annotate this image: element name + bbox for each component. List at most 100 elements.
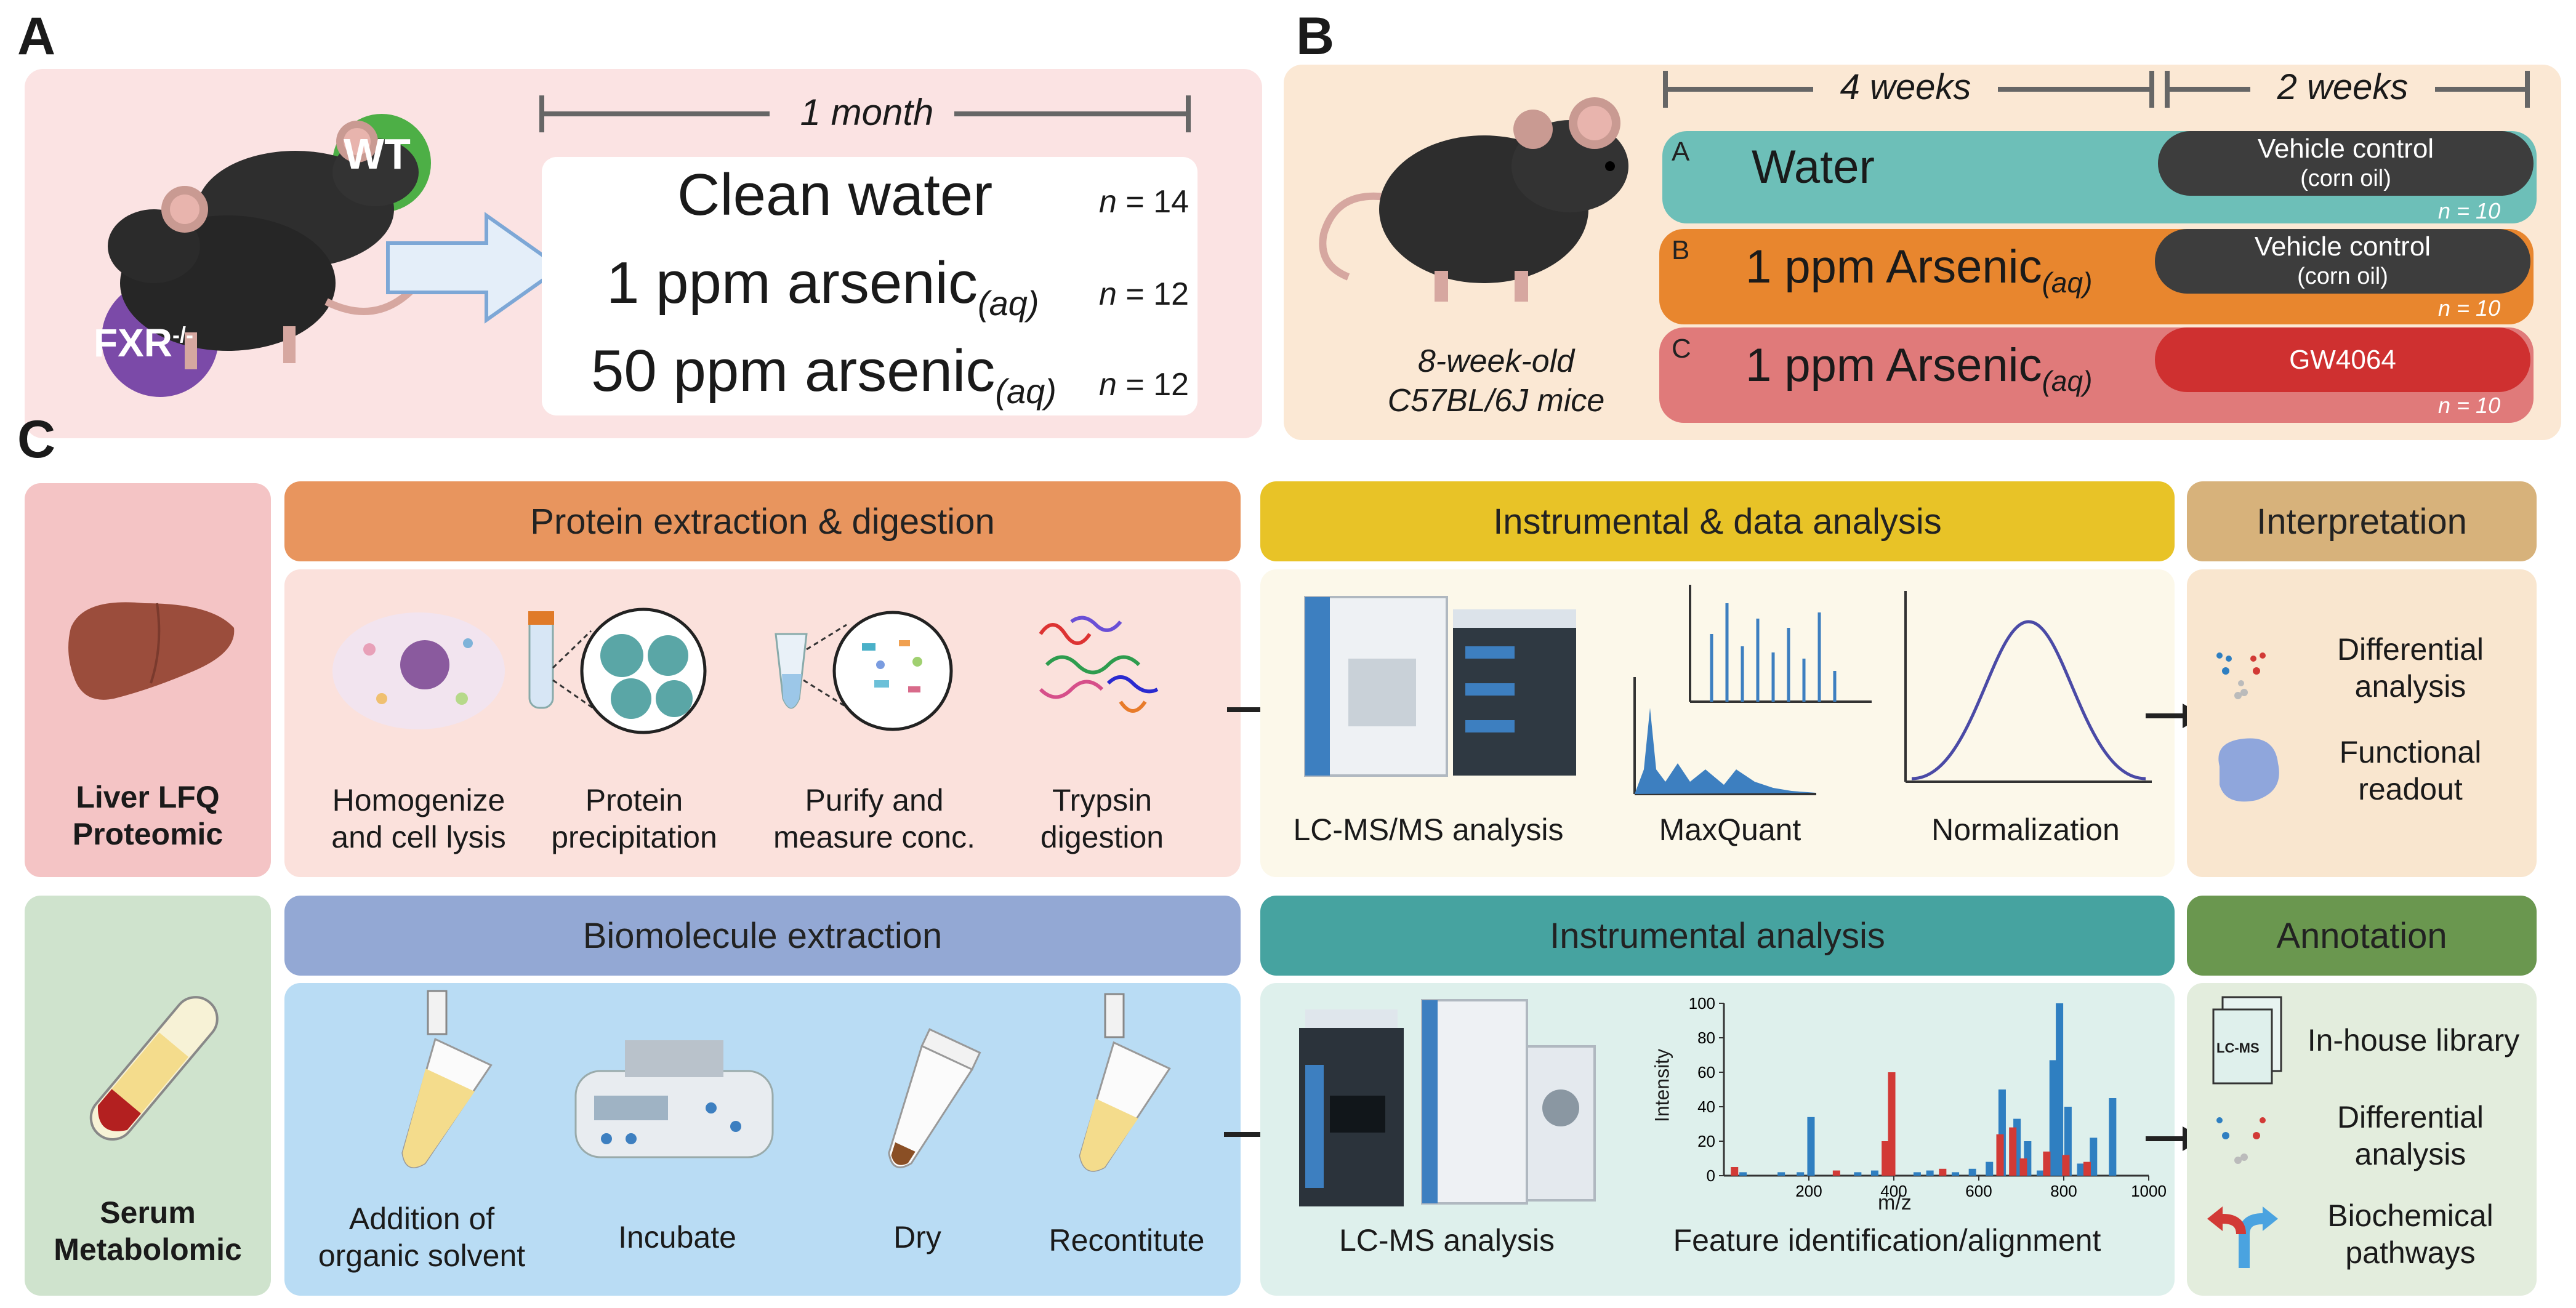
- row-b-label: 1 ppm Arsenic(aq): [1745, 240, 2092, 299]
- inst-step-maxquant: MaxQuant: [1659, 812, 1801, 847]
- group-2-text: 1 ppm arsenic: [606, 250, 978, 316]
- chart-bar-series-1: [2077, 1163, 2085, 1176]
- annotation-header: Annotation: [2187, 896, 2537, 976]
- group-2-n-label: n: [1099, 276, 1117, 312]
- panel-a-letter: A: [17, 7, 56, 66]
- step-trypsin-line-1: Trypsin: [1052, 783, 1153, 817]
- metabolomic-sample-label: Serum Metabolomic: [25, 1194, 271, 1268]
- row-b-n: n = 10: [2438, 295, 2501, 321]
- metabolomic-sample-line-2: Metabolomic: [54, 1232, 242, 1267]
- chart-x-tick-label: 800: [2050, 1182, 2077, 1200]
- annot-biochemical-line-1: Biochemical: [2327, 1198, 2493, 1233]
- inst-step-normalization: Normalization: [1931, 812, 2120, 847]
- row-b-treat-2: (corn oil): [2297, 263, 2388, 289]
- step-homogenize-line-2: and cell lysis: [331, 820, 506, 854]
- chart-bar-series-1: [1968, 1168, 1976, 1176]
- normalization-curve-icon: [1904, 591, 2152, 783]
- chart-bar-series-1: [1854, 1172, 1862, 1176]
- group-3-text: 50 ppm arsenic: [591, 338, 996, 404]
- chart-bar-series-1: [1739, 1172, 1747, 1176]
- step-organic-solvent-line-2: organic solvent: [318, 1238, 526, 1273]
- annot-inhouse-library: In-house library: [2307, 1023, 2520, 1057]
- interp-functional-line-1: Functional: [2339, 735, 2482, 769]
- step-precipitation: Protein precipitation: [529, 782, 739, 856]
- chart-bar-series-1: [2090, 1137, 2098, 1176]
- treatment-box: [542, 157, 1197, 415]
- row-b-label-sub: (aq): [2042, 267, 2093, 299]
- protein-structure-icon: [2218, 738, 2279, 802]
- library-icon: [2212, 996, 2282, 1085]
- library-icon-text: LC-MS: [2216, 1040, 2260, 1056]
- group-2-n: n = 12: [1099, 276, 1189, 313]
- row-b-tag: B: [1672, 235, 1690, 265]
- chart-bar-series-2: [1996, 1134, 2004, 1176]
- chart-bar-series-2: [2043, 1151, 2051, 1176]
- mice-illustration: [102, 114, 431, 397]
- row-b-label-text: 1 ppm Arsenic: [1745, 241, 2042, 293]
- fxr-label-text: FXR: [94, 321, 172, 365]
- interp-functional-line-2: readout: [2358, 772, 2463, 806]
- step-homogenize: Homogenize and cell lysis: [308, 782, 529, 856]
- chart-bar-series-2: [1939, 1168, 1947, 1176]
- row-a-treat-1: Vehicle control: [2257, 133, 2434, 164]
- row-c-treatment: GW4064: [2155, 327, 2530, 392]
- serum-tube-icon: [89, 996, 219, 1141]
- group-2-label: 1 ppm arsenic(aq): [606, 249, 1039, 323]
- chart-bar-series-2: [2083, 1162, 2091, 1176]
- panel-c-letter: C: [17, 410, 56, 469]
- chart-bar-series-1: [2037, 1170, 2045, 1176]
- mouse-caption-line-2: C57BL/6J mice: [1387, 383, 1605, 419]
- row-c-label-sub: (aq): [2042, 365, 2093, 398]
- chart-bar-series-2: [1731, 1167, 1739, 1176]
- annotation-volcano-icon: [2216, 1117, 2266, 1164]
- protein-extraction-header: Protein extraction & digestion: [284, 481, 1241, 561]
- step-purify: Purify and measure conc.: [757, 782, 991, 856]
- step-incubate: Incubate: [618, 1220, 736, 1254]
- row-a-n: n = 10: [2438, 198, 2501, 223]
- group-3-n-value: = 12: [1125, 367, 1189, 403]
- row-b-treat-1: Vehicle control: [2254, 231, 2431, 262]
- group-2-sub: (aq): [977, 284, 1039, 323]
- step-organic-solvent: Addition of organic solvent: [302, 1200, 542, 1274]
- chart-ylabel: Intensity: [1651, 1048, 1673, 1123]
- fxr-label-sup: -/-: [172, 322, 193, 348]
- annot-differential-line-2: analysis: [2354, 1137, 2466, 1171]
- annot-biochemical-line-2: pathways: [2345, 1235, 2476, 1270]
- proteomic-sample-line-1: Liver LFQ: [76, 780, 220, 814]
- row-a-label: Water: [1752, 141, 1875, 193]
- step-trypsin: Trypsin digestion: [1004, 782, 1201, 856]
- chart-bar-series-1: [1913, 1172, 1921, 1176]
- chart-bar-series-2: [1832, 1170, 1840, 1176]
- lcms-instrument-icon: [1299, 999, 1596, 1206]
- instrumental-data-header: Instrumental & data analysis: [1260, 481, 2175, 561]
- interp-differential-line-2: analysis: [2354, 669, 2466, 704]
- row-a-treat-2: (corn oil): [2300, 165, 2391, 191]
- mouse-caption: 8-week-old C57BL/6J mice: [1311, 342, 1681, 420]
- dry-tube-icon: [888, 1028, 981, 1168]
- chart-bar-series-2: [1882, 1141, 1890, 1176]
- metabolomic-sample-line-1: Serum: [100, 1195, 196, 1230]
- chart-bar-series-1: [1777, 1172, 1785, 1176]
- incubator-icon: [574, 1040, 774, 1158]
- volcano-plot-icon: [2216, 652, 2266, 699]
- chart-xlabel: m/z: [1878, 1191, 1912, 1214]
- annot-differential: Differential analysis: [2287, 1099, 2534, 1173]
- fxr-label: FXR-/-: [94, 320, 193, 366]
- row-c-label-text: 1 ppm Arsenic: [1745, 339, 2042, 391]
- inst-step-lcmsms: LC-MS/MS analysis: [1293, 812, 1564, 847]
- group-1-n: n = 14: [1099, 183, 1189, 220]
- row-a-treatment: Vehicle control (corn oil): [2158, 131, 2534, 196]
- row-c-label: 1 ppm Arsenic(aq): [1745, 339, 2092, 398]
- precipitation-icon: [528, 608, 707, 734]
- group-1-n-label: n: [1099, 184, 1117, 220]
- row-b-treatment: Vehicle control (corn oil): [2155, 229, 2530, 294]
- group-1-n-value: = 14: [1125, 184, 1189, 220]
- purify-icon: [775, 611, 953, 731]
- lcmsms-instrument-icon: [1304, 596, 1576, 777]
- mouse-icon: [1319, 97, 1628, 302]
- mouse-caption-line-1: 8-week-old: [1417, 343, 1575, 379]
- chart-x-tick-label: 200: [1795, 1182, 1822, 1200]
- chart-bar-series-1: [1870, 1170, 1878, 1176]
- interp-differential: Differential analysis: [2287, 631, 2534, 705]
- instrumental-analysis-header: Instrumental analysis: [1260, 896, 2175, 976]
